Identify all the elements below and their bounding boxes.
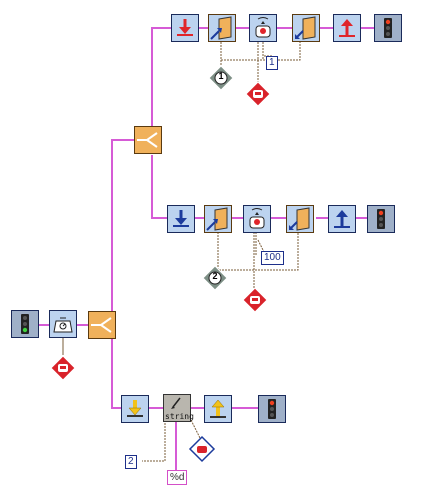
write-file-block-top[interactable]: [208, 14, 236, 42]
string-label: string: [165, 412, 194, 421]
write-file-block-mid[interactable]: [204, 205, 232, 233]
bell-icon: [188, 435, 216, 463]
traffic-light-icon: [377, 209, 385, 229]
traffic-light-icon: [268, 399, 276, 419]
arrow-up-icon: [334, 210, 350, 228]
red-diamond-mid[interactable]: [242, 287, 268, 313]
arrow-down-block-bottom[interactable]: [121, 395, 149, 423]
bell-icon: [50, 355, 76, 381]
sequence-diamond-icon: [202, 265, 228, 291]
bell-icon: [255, 17, 271, 38]
arrow-up-icon: [339, 19, 355, 37]
sequence-number-top: 1: [218, 71, 224, 81]
bell-icon: [242, 287, 268, 313]
constant-bottom[interactable]: 2: [125, 455, 137, 469]
main-wires: [38, 27, 374, 477]
case-structure-block-upper[interactable]: [134, 126, 162, 154]
string-block[interactable]: [163, 394, 191, 422]
case-structure-block-left[interactable]: [88, 311, 116, 339]
constant-mid[interactable]: 100: [261, 251, 284, 265]
write-file-icon: [209, 15, 235, 41]
write-file-icon: [205, 206, 231, 232]
constant-top[interactable]: 1: [266, 56, 278, 70]
arrow-up-icon: [210, 399, 226, 418]
arrow-up-block-mid[interactable]: [328, 205, 356, 233]
read-file-icon: [287, 206, 313, 232]
sequence-diamond-mid[interactable]: 2: [202, 265, 228, 291]
arrow-down-block-mid[interactable]: [167, 205, 195, 233]
red-diamond-left[interactable]: [50, 355, 76, 381]
scale-icon: [53, 317, 73, 333]
case-structure-icon: [91, 317, 112, 333]
bell-block-top[interactable]: [249, 14, 277, 42]
traffic-light-block-start[interactable]: [11, 310, 39, 338]
arrow-down-block-top[interactable]: [171, 14, 199, 42]
traffic-light-icon: [384, 18, 392, 38]
read-file-block-mid[interactable]: [286, 205, 314, 233]
arrow-down-icon: [127, 400, 143, 417]
traffic-light-block-bottom[interactable]: [258, 395, 286, 423]
string-icon: [171, 397, 181, 409]
read-file-icon: [293, 15, 319, 41]
bell-block-mid[interactable]: [243, 205, 271, 233]
traffic-light-block-top[interactable]: [374, 14, 402, 42]
sequence-diamond-top[interactable]: 1: [208, 65, 234, 91]
traffic-light-icon: [21, 314, 29, 334]
arrow-up-block-top[interactable]: [333, 14, 361, 42]
arrow-down-icon: [173, 210, 189, 227]
traffic-light-block-mid[interactable]: [367, 205, 395, 233]
bell-icon: [249, 208, 265, 229]
scale-block[interactable]: [49, 310, 77, 338]
arrow-down-icon: [177, 19, 193, 36]
diamond-bottom[interactable]: [188, 435, 216, 463]
arrow-up-block-bottom[interactable]: [204, 395, 232, 423]
read-file-block-top[interactable]: [292, 14, 320, 42]
sequence-diamond-icon: [208, 65, 234, 91]
bell-icon: [245, 81, 271, 107]
sequence-number-mid: 2: [212, 271, 218, 281]
case-structure-icon: [137, 132, 158, 148]
format-string-box[interactable]: %d: [167, 470, 188, 485]
red-diamond-top[interactable]: [245, 81, 271, 107]
